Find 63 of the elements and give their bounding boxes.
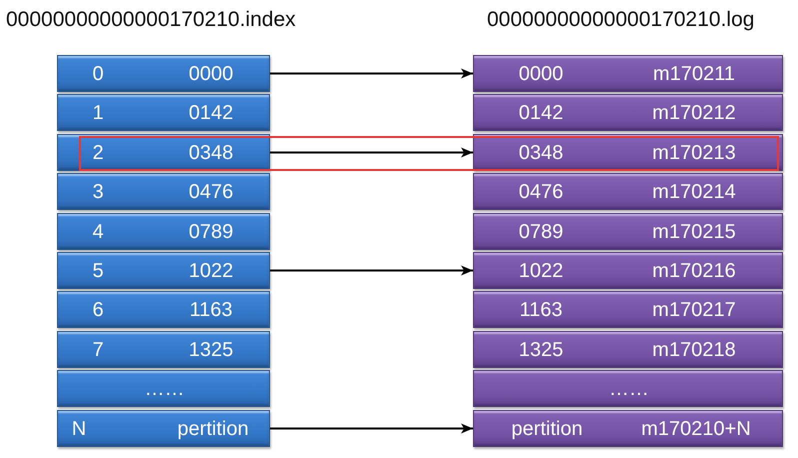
entry-index: 2 bbox=[92, 140, 104, 164]
index-row-bar bbox=[57, 410, 270, 447]
message-value: m170218 bbox=[652, 338, 736, 362]
index-row-bar bbox=[57, 331, 270, 368]
log-row-bar bbox=[473, 331, 783, 368]
index-row-bar bbox=[57, 291, 270, 328]
entry-index: 5 bbox=[92, 258, 104, 282]
message-value: m170210+N bbox=[641, 416, 751, 440]
ellipsis-text: …… bbox=[609, 376, 649, 400]
log-row-bar bbox=[473, 213, 783, 250]
arrow bbox=[270, 148, 473, 158]
message-value: m170215 bbox=[652, 220, 736, 244]
file-name-title: 00000000000000170210.log bbox=[487, 7, 754, 33]
entry-index: 6 bbox=[92, 298, 104, 322]
index-row-bar bbox=[57, 55, 270, 92]
offset-value: 0789 bbox=[518, 220, 564, 244]
index-row-bar bbox=[57, 213, 270, 250]
entry-index: 3 bbox=[92, 180, 104, 204]
offset-value: pertition bbox=[511, 416, 583, 440]
offset-value: 1325 bbox=[518, 338, 564, 362]
log-row-bar bbox=[473, 370, 783, 407]
entry-index: N bbox=[72, 416, 86, 440]
offset-value: 0789 bbox=[188, 220, 234, 244]
offset-value: 1022 bbox=[518, 258, 564, 282]
log-row-bar bbox=[473, 252, 783, 289]
log-row-bar bbox=[473, 173, 783, 210]
message-value: m170214 bbox=[652, 180, 736, 204]
entry-index: 0 bbox=[92, 62, 104, 86]
index-row-bar bbox=[57, 94, 270, 131]
log-row-bar bbox=[473, 55, 783, 92]
index-row-bar bbox=[57, 134, 270, 171]
offset-value: 0476 bbox=[188, 180, 234, 204]
file-name-title: 00000000000000170210.index bbox=[6, 7, 296, 33]
log-row-bar bbox=[473, 291, 783, 328]
entry-index: 7 bbox=[92, 338, 104, 362]
message-value: m170216 bbox=[652, 258, 736, 282]
entry-index: 1 bbox=[92, 100, 104, 124]
arrow bbox=[270, 266, 473, 276]
log-row-bar bbox=[473, 94, 783, 131]
offset-value: 1163 bbox=[190, 298, 232, 322]
message-value: m170212 bbox=[652, 100, 736, 124]
index-row-bar bbox=[57, 252, 270, 289]
offset-value: 0000 bbox=[188, 62, 234, 86]
ellipsis-text: …… bbox=[144, 376, 184, 400]
message-value: m170217 bbox=[652, 298, 736, 322]
message-value: m170211 bbox=[653, 62, 735, 86]
offset-value: 0348 bbox=[518, 140, 564, 164]
offset-value: 0142 bbox=[518, 100, 564, 124]
offset-value: 1022 bbox=[188, 258, 234, 282]
entry-index: 4 bbox=[92, 220, 104, 244]
log-row-bar bbox=[473, 410, 783, 447]
offset-value: 1163 bbox=[520, 298, 562, 322]
offset-value: 0142 bbox=[188, 100, 234, 124]
offset-value: 0476 bbox=[518, 180, 564, 204]
arrow bbox=[270, 68, 473, 78]
offset-value: 0348 bbox=[188, 140, 234, 164]
offset-value: 0000 bbox=[518, 62, 564, 86]
arrow bbox=[270, 424, 473, 434]
offset-value: 1325 bbox=[188, 338, 234, 362]
index-row-bar bbox=[57, 370, 270, 407]
message-value: m170213 bbox=[652, 140, 736, 164]
index-row-bar bbox=[57, 173, 270, 210]
offset-value: pertition bbox=[177, 416, 249, 440]
